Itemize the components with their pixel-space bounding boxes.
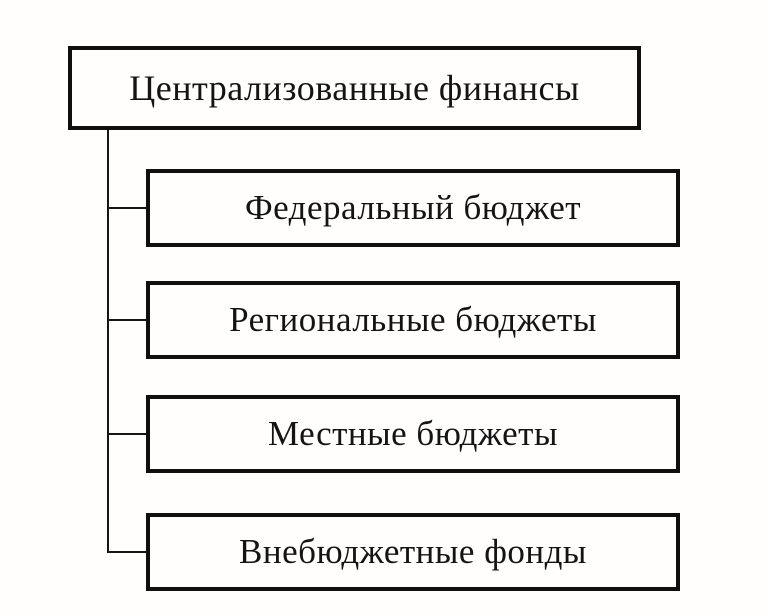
connector-local-budgets [107,433,146,435]
tree-vertical-connector [107,130,109,552]
child-node-regional-budgets: Региональные бюджеты [146,281,680,359]
child-node-label: Внебюджетные фонды [239,532,587,571]
connector-extrabudgetary-funds [107,551,146,553]
child-node-federal-budget: Федеральный бюджет [146,169,680,247]
connector-regional-budgets [107,319,146,321]
child-node-local-budgets: Местные бюджеты [146,395,680,473]
child-node-label: Местные бюджеты [268,414,558,453]
root-node-label: Централизованные финансы [129,68,580,108]
child-node-label: Региональные бюджеты [229,300,597,339]
child-node-label: Федеральный бюджет [244,188,582,227]
root-node-centralized-finances: Централизованные финансы [68,46,641,130]
connector-federal-budget [107,207,146,209]
child-node-extrabudgetary-funds: Внебюджетные фонды [146,513,680,591]
